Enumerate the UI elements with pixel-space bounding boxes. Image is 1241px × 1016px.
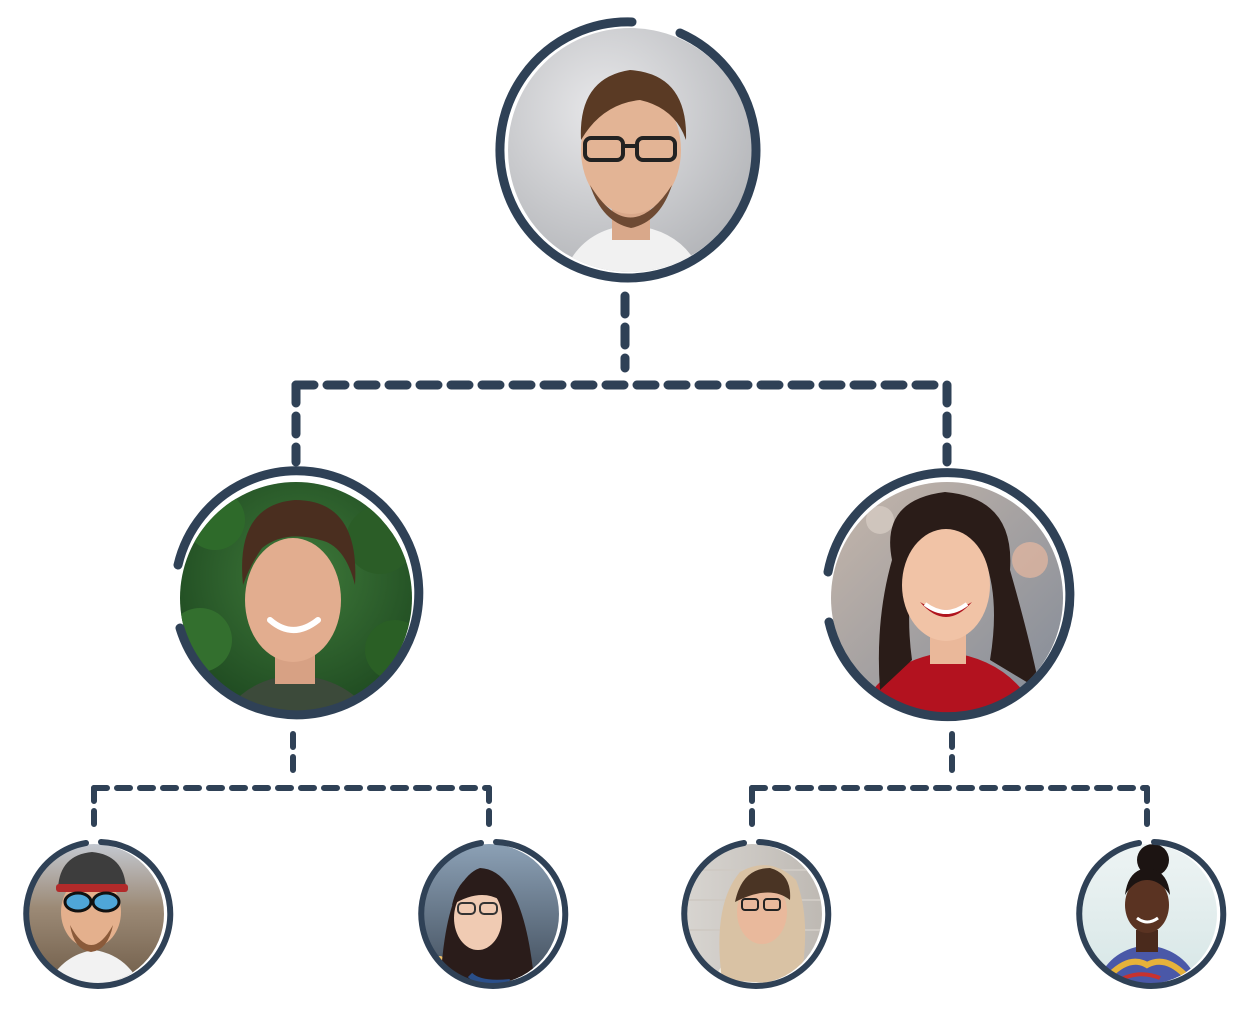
avatar-root-photo [508, 28, 752, 272]
avatar-right-manager-ring [823, 468, 1075, 722]
node-root[interactable] [495, 17, 761, 285]
avatar-right-manager-photo [831, 482, 1063, 714]
node-right-manager[interactable] [820, 468, 1080, 732]
avatar-root-ring [495, 17, 761, 283]
node-right-child-2[interactable] [1073, 839, 1227, 990]
node-right-child-1[interactable] [678, 839, 832, 990]
node-left-child-2[interactable] [415, 839, 569, 990]
avatar-right-child-1-ring [681, 839, 832, 989]
node-left-child-1[interactable] [20, 839, 174, 990]
node-left-manager[interactable] [168, 466, 430, 732]
connectors [91, 291, 1150, 835]
avatar-left-manager-ring [173, 466, 424, 720]
avatar-right-child-2-ring [1076, 839, 1227, 989]
avatar-left-child-1-ring [23, 839, 174, 989]
avatar-left-child-2-ring [418, 839, 569, 989]
